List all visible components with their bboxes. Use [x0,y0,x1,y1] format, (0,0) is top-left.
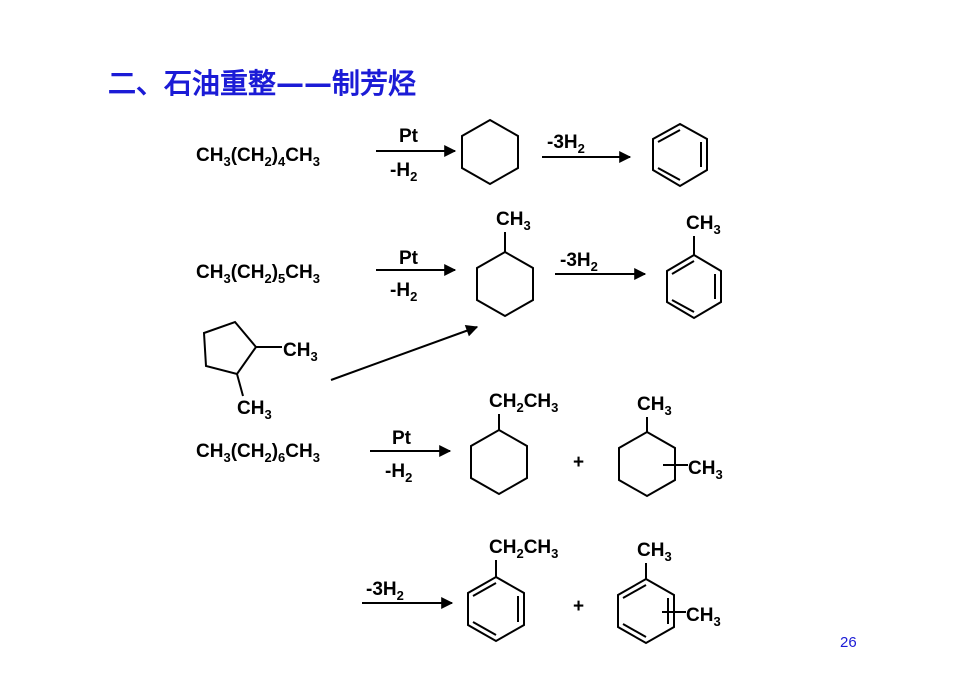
toluene: CH3 [666,213,722,320]
r3-catalyst: Pt [392,428,412,449]
r2-reactant: CH3(CH2)5CH3 [196,262,320,286]
slide-title: 二、石油重整——制芳烃 [108,67,417,100]
reaction-3: CH3(CH2)6CH3 Pt -H2 CH2CH3 + CH3 CH3 [196,391,723,498]
cyclopentane-arrow [330,325,479,381]
r4-step-label: -3H2 [366,579,404,603]
cyclopentane-substituent-2: CH3 [237,398,272,422]
r2-toluene-methyl-label: CH3 [686,213,721,237]
ethylbenzene: CH2CH3 [467,537,558,643]
ethylcyclohexane: CH2CH3 [470,391,558,496]
r1-catalyst: Pt [399,126,419,147]
r2-byproduct: -H2 [390,280,417,304]
reaction-4: -3H2 CH2CH3 + CH3 CH3 [362,537,721,645]
dimethylcyclopentane: CH3 CH3 [202,320,479,422]
cyclopentane-substituent-1: CH3 [283,340,318,364]
r2-methyl-label: CH3 [496,209,531,233]
r3-ethyl-label: CH2CH3 [489,391,558,415]
r3-methyl-side-label: CH3 [688,458,723,482]
methylcyclohexane: CH3 [476,209,534,318]
r4-methyl-side-label: CH3 [686,605,721,629]
r1-step2-label: -3H2 [547,132,585,156]
r2-catalyst: Pt [399,248,419,269]
r1-reactant: CH3(CH2)4CH3 [196,145,320,169]
page-number: 26 [840,634,857,651]
reaction-2: CH3(CH2)5CH3 Pt -H2 CH3 -3H2 CH3 [196,209,722,320]
r1-byproduct: -H2 [390,160,417,184]
r2-step2-label: -3H2 [560,250,598,274]
r3-byproduct: -H2 [385,461,412,485]
dimethylcyclohexane: CH3 CH3 [618,394,723,498]
r4-ethyl-label: CH2CH3 [489,537,558,561]
benzene-ring [652,122,708,188]
cyclohexane-ring [461,118,519,186]
r4-plus: + [573,596,584,617]
r3-methyl-top-label: CH3 [637,394,672,418]
reaction-1: CH3(CH2)4CH3 Pt -H2 -3H2 [196,118,708,188]
xylene: CH3 CH3 [617,540,721,645]
r4-methyl-top-label: CH3 [637,540,672,564]
r3-plus: + [573,452,584,473]
r3-reactant: CH3(CH2)6CH3 [196,441,320,465]
